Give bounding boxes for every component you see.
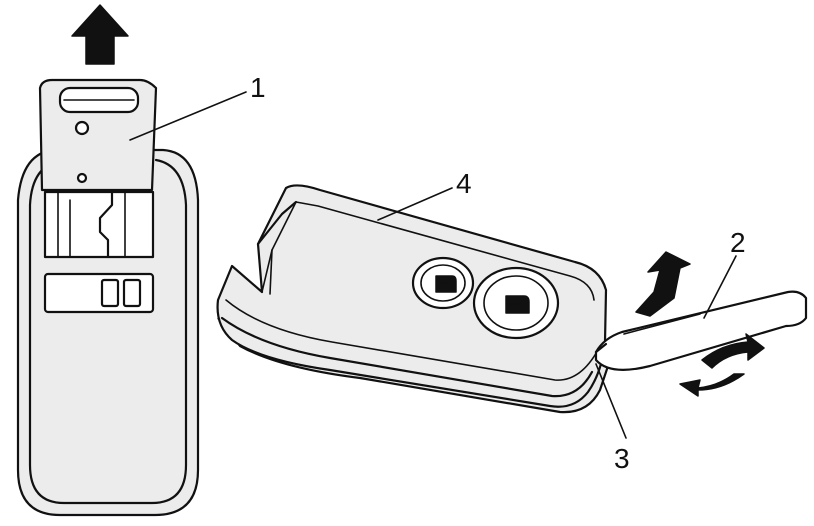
screwdriver-icon — [594, 290, 808, 371]
up-arrow-icon — [71, 4, 129, 65]
leader-line-2 — [703, 255, 737, 319]
pry-up-arrow-icon — [635, 251, 691, 317]
key-fob-front — [216, 184, 612, 414]
leader-line-1 — [129, 91, 247, 141]
leader-line-4 — [377, 187, 453, 221]
callout-3: 3 — [614, 443, 630, 474]
callout-1: 1 — [250, 72, 266, 103]
key-fob-back — [16, 148, 200, 517]
lock-button — [411, 256, 475, 310]
lock-icon — [435, 275, 457, 293]
callout-2: 2 — [730, 227, 746, 258]
leader-line-3 — [595, 363, 627, 439]
emergency-key — [38, 78, 158, 192]
callout-4: 4 — [456, 168, 472, 199]
unlock-button — [472, 266, 560, 340]
rotate-arrow-icon — [679, 333, 765, 397]
